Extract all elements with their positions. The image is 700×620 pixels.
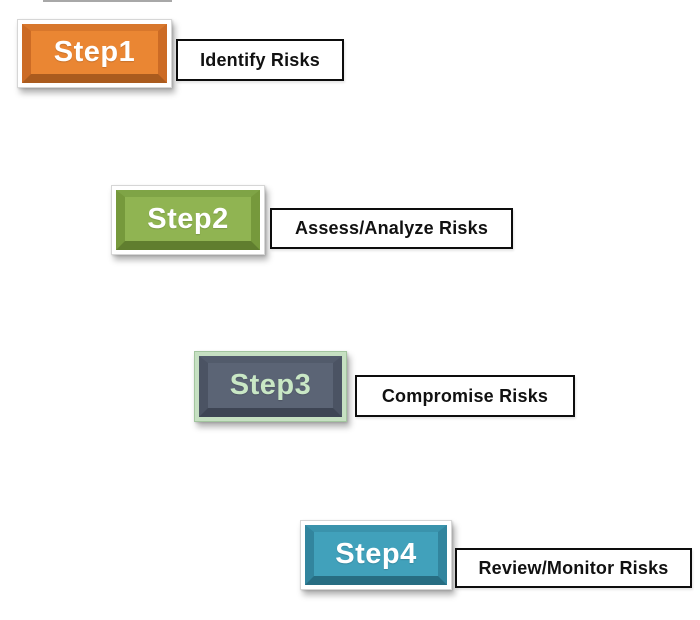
step3-button-frame: Step3 bbox=[194, 351, 347, 422]
step4-description-box: Review/Monitor Risks bbox=[455, 548, 692, 588]
step4-button-frame: Step4 bbox=[300, 520, 452, 590]
step1-description: Identify Risks bbox=[200, 49, 320, 70]
step2-description: Assess/Analyze Risks bbox=[294, 218, 489, 238]
step3-description-box: Compromise Risks bbox=[355, 375, 575, 417]
step1-button: Step1 bbox=[22, 24, 167, 83]
step3-button-label: Step3 bbox=[229, 369, 312, 401]
step4-button-label: Step4 bbox=[335, 537, 417, 570]
step2-button-frame: Step2 bbox=[111, 185, 265, 255]
step2-button-label: Step2 bbox=[147, 202, 229, 235]
step1-button-frame: Step1 bbox=[17, 19, 172, 88]
step4-description: Review/Monitor Risks bbox=[478, 557, 669, 578]
step3-button: Step3 bbox=[199, 356, 342, 417]
step2-button: Step2 bbox=[116, 190, 260, 250]
step1-description-box: Identify Risks bbox=[176, 39, 344, 81]
step1-button-label: Step1 bbox=[53, 36, 136, 68]
cropped-element-edge bbox=[43, 0, 172, 2]
step3-description: Compromise Risks bbox=[381, 385, 549, 406]
step4-button: Step4 bbox=[305, 525, 447, 585]
step2-description-box: Assess/Analyze Risks bbox=[270, 208, 513, 249]
